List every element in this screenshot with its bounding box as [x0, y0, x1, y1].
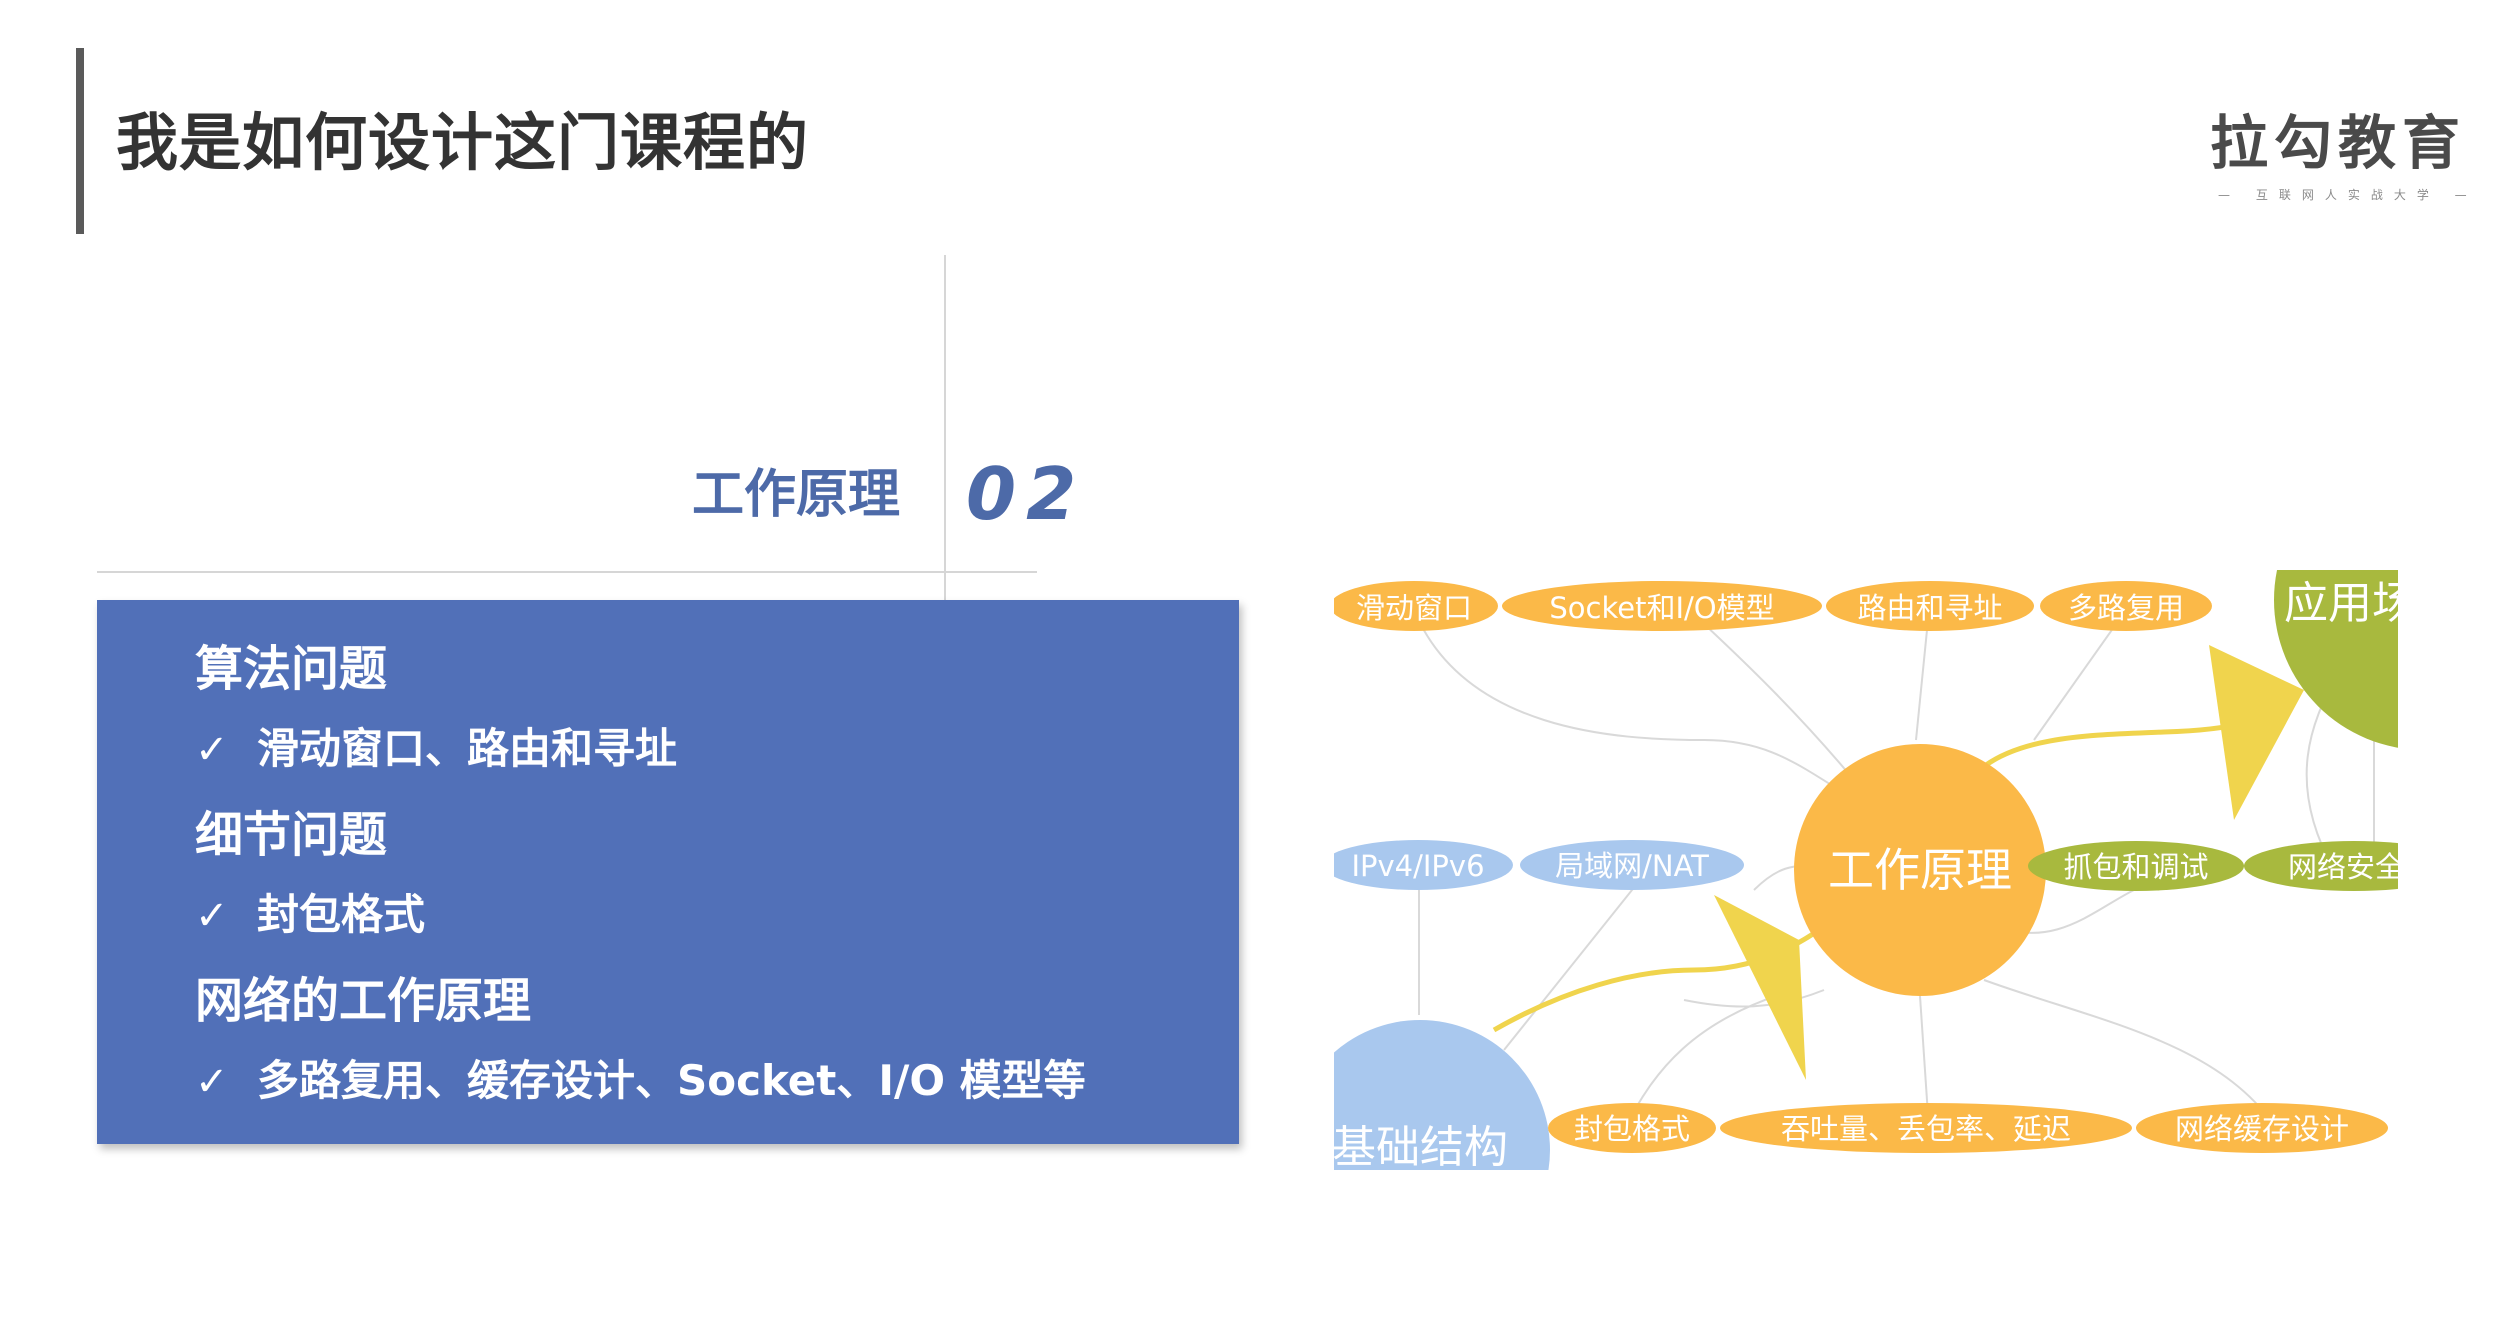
check-icon: ✓ [195, 893, 229, 939]
node-cache-design: 网络缓存设计 [2136, 1103, 2388, 1153]
outline-heading-principle: 网络的工作原理 [195, 973, 532, 1029]
node-packet-format: 封包格式 [1548, 1103, 1716, 1153]
node-throughput: 吞吐量、丢包率、延迟 [1720, 1103, 2132, 1153]
svg-text:基础结构: 基础结构 [1334, 1122, 1508, 1170]
check-icon: ✓ [195, 1059, 229, 1105]
node-multiplexing: 多路复用 [2040, 581, 2212, 631]
svg-text:滑动窗口: 滑动窗口 [1356, 591, 1472, 625]
horizontal-divider [97, 571, 1037, 573]
node-routing: 路由和寻址 [1826, 581, 2034, 631]
outline-heading-detail: 细节问题 [195, 807, 388, 863]
title-accent-bar [76, 48, 84, 234]
outline-heading-algorithm: 算法问题 [195, 641, 388, 697]
outline-item-principle: ✓ 多路复用、缓存设计、Socket、I/O 模型等 [195, 1056, 1215, 1138]
node-lan-nat: 局域网/NAT [1520, 840, 1744, 890]
node-sliding-window: 滑动窗口 [1334, 581, 1498, 631]
svg-text:应用场: 应用场 [2284, 578, 2398, 629]
outline-item-text: 多路复用、缓存设计、Socket、I/O 模型等 [257, 1056, 1086, 1105]
outline-panel: 算法问题 ✓ 滑动窗口、路由和寻址 细节问题 ✓ 封包格式 网络的工作原理 ✓ 多路复… [97, 600, 1239, 1144]
node-ipv4-ipv6: IPv4/IPv6 [1334, 840, 1513, 890]
svg-text:网络缓存设计: 网络缓存设计 [2175, 1112, 2349, 1146]
flow-arrows [1492, 645, 2304, 1080]
svg-text:封包格式: 封包格式 [1574, 1112, 1690, 1146]
logo-name: 拉勾教育 [2210, 109, 2467, 177]
svg-text:路由和寻址: 路由和寻址 [1857, 591, 2002, 625]
node-socket-io: Socket和I/O模型 [1502, 581, 1822, 631]
svg-text:IPv4/IPv6: IPv4/IPv6 [1351, 849, 1484, 883]
svg-text:抓包和调试: 抓包和调试 [2063, 850, 2208, 884]
outline-item-algorithm: ✓ 滑动窗口、路由和寻址 [195, 724, 1215, 806]
svg-text:局域网/NAT: 局域网/NAT [1555, 849, 1709, 883]
svg-text:工作原理: 工作原理 [1828, 843, 2012, 897]
logo-tagline: — 互联网人实战大学 — [2218, 188, 2478, 202]
svg-text:网络安全: 网络安全 [2288, 850, 2398, 884]
outline-item-text: 滑动窗口、路由和寻址 [257, 724, 678, 773]
brand-logo: 拉勾教育 — 互联网人实战大学 — [2210, 96, 2470, 206]
center-node: 工作原理 [1794, 744, 2046, 996]
svg-text:吞吐量、丢包率、延迟: 吞吐量、丢包率、延迟 [1781, 1112, 2071, 1146]
node-capture-debug: 抓包和调试 [2028, 841, 2244, 891]
section-label: 工作原理 [691, 465, 900, 525]
outline-list: 算法问题 ✓ 滑动窗口、路由和寻址 细节问题 ✓ 封包格式 网络的工作原理 ✓ 多路复… [195, 640, 1215, 1138]
application-node: 应用场 [2274, 570, 2398, 748]
mind-map: 工作原理 应用场 基础结构 滑动窗口 Socket和I/O模型 路由和寻址 [1334, 570, 2398, 1170]
outline-item-detail: ✓ 封包格式 [195, 890, 1215, 972]
svg-text:多路复用: 多路复用 [2068, 591, 2184, 625]
outline-item-text: 封包格式 [257, 890, 426, 939]
page-title: 我是如何设计这门课程的 [116, 106, 810, 179]
check-icon: ✓ [195, 727, 229, 773]
section-number: 02 [966, 452, 1087, 536]
foundation-node: 基础结构 [1334, 1020, 1550, 1170]
svg-text:Socket和I/O模型: Socket和I/O模型 [1549, 591, 1774, 625]
node-network-security: 网络安全 [2244, 841, 2398, 891]
vertical-divider [944, 255, 946, 600]
